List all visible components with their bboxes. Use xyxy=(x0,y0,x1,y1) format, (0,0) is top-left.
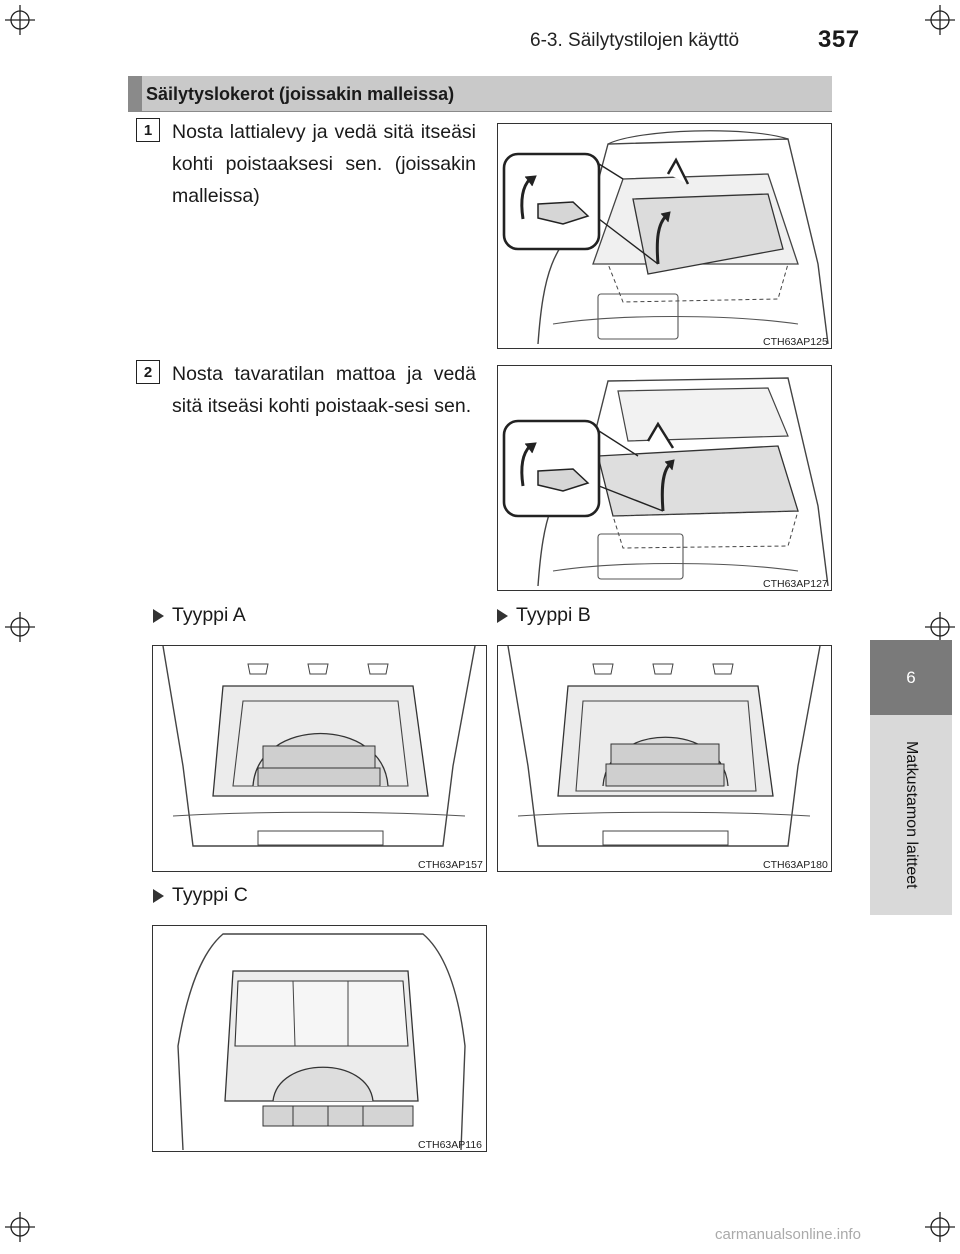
figure-code-type-b: CTH63AP180 xyxy=(763,859,828,871)
type-a-label: Tyyppi A xyxy=(153,604,246,627)
figure-type-c xyxy=(152,925,487,1152)
section-rule xyxy=(128,111,832,112)
type-c-text: Tyyppi C xyxy=(172,884,248,906)
figure-type-b xyxy=(497,645,832,872)
watermark: carmanualsonline.info xyxy=(715,1226,861,1243)
figure-step-2 xyxy=(497,365,832,591)
registration-mark-bottom-left xyxy=(5,1212,35,1242)
registration-mark-top-right xyxy=(925,5,955,35)
registration-mark-bottom-right xyxy=(925,1212,955,1242)
chapter-tab-band xyxy=(870,715,952,915)
figure-code-1: CTH63AP125 xyxy=(763,336,828,348)
storage-tray-type-c-illustration xyxy=(177,933,466,1151)
figure-code-type-a: CTH63AP157 xyxy=(418,859,483,871)
chapter-tab-title: Matkustamon laitteet xyxy=(870,715,952,915)
registration-mark-top-left xyxy=(5,5,35,35)
step-text-1: Nosta lattialevy ja vedä sitä itseäsi ko… xyxy=(172,121,476,207)
luggage-mat-illustration xyxy=(502,377,829,587)
figure-step-1 xyxy=(497,123,832,349)
storage-tray-type-b-illustration xyxy=(507,646,821,847)
bullet-triangle-icon xyxy=(153,888,164,903)
section-title: Säilytyslokerot (joissakin malleissa) xyxy=(146,84,455,104)
bullet-triangle-icon xyxy=(153,608,164,623)
step-number-2: 2 xyxy=(136,360,160,384)
type-c-label: Tyyppi C xyxy=(153,884,248,907)
type-b-label: Tyyppi B xyxy=(497,604,591,627)
section-heading-bar xyxy=(128,76,832,111)
type-a-text: Tyyppi A xyxy=(172,604,246,626)
running-header: 6-3. Säilytystilojen käyttö xyxy=(530,30,740,51)
figure-type-a xyxy=(152,645,487,872)
type-b-text: Tyyppi B xyxy=(516,604,591,626)
registration-mark-mid-right xyxy=(925,612,955,642)
registration-mark-mid-left xyxy=(5,612,35,642)
figure-code-2: CTH63AP127 xyxy=(763,578,828,590)
hatch-floorboard-illustration xyxy=(502,130,829,345)
figure-code-type-c: CTH63AP116 xyxy=(418,1139,483,1151)
step-number-1: 1 xyxy=(136,118,160,142)
bullet-triangle-icon xyxy=(497,608,508,623)
page-number: 357 xyxy=(818,26,860,53)
chapter-tab-number: 6 xyxy=(870,640,952,715)
step-text-2: Nosta tavaratilan mattoa ja vedä sitä it… xyxy=(172,363,476,417)
chapter-title-text: Matkustamon laitteet xyxy=(903,741,920,889)
storage-tray-type-a-illustration xyxy=(162,646,476,847)
